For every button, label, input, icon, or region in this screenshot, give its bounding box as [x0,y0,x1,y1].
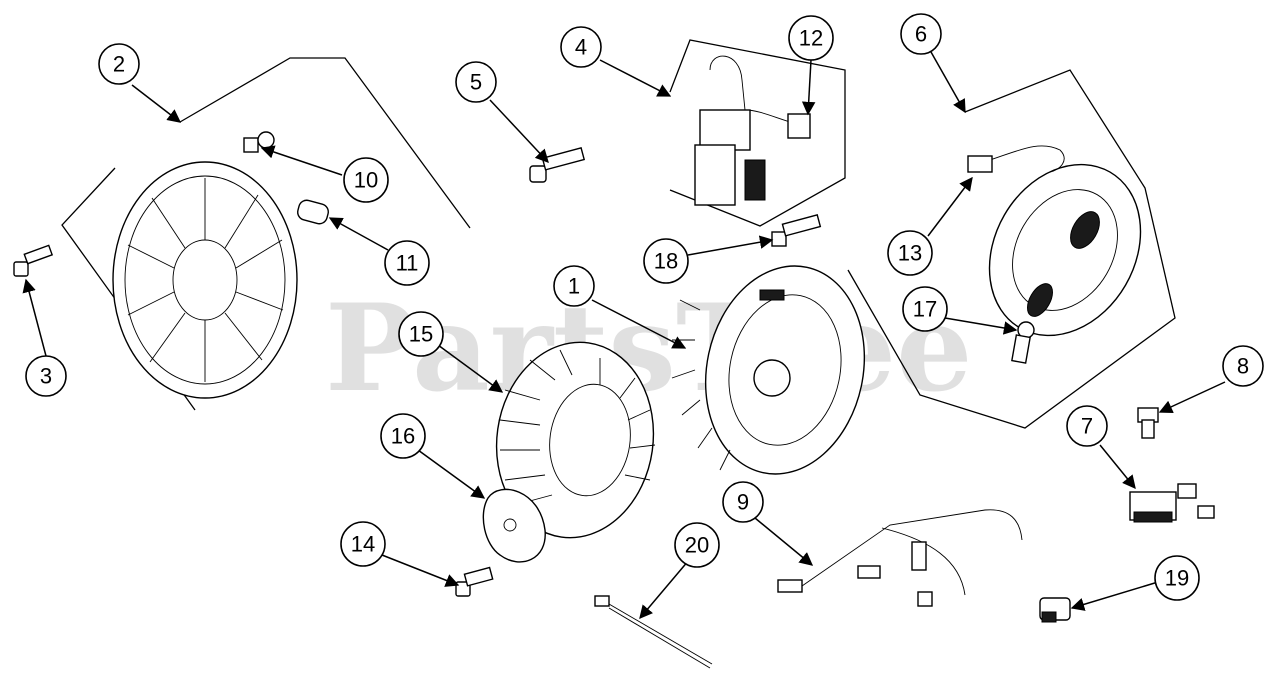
screw-10 [243,131,275,153]
leader-lines [22,51,1226,620]
callout-label: 13 [898,241,922,266]
callout-15[interactable]: 15 [398,311,444,357]
callout-label: 6 [915,22,927,47]
bolt-3 [13,244,54,277]
callout-label: 19 [1165,566,1189,591]
callout-label: 9 [737,490,749,515]
flywheel [671,265,866,475]
callout-label: 3 [40,364,52,389]
spacer-11 [297,199,329,225]
group-4-outline [669,39,846,227]
callout-6[interactable]: 6 [900,13,942,55]
bolt-14 [455,566,494,597]
callout-label: 11 [396,251,419,276]
callout-10[interactable]: 10 [343,157,389,203]
callout-label: 5 [470,70,482,95]
callout-label: 17 [913,297,937,322]
callout-5[interactable]: 5 [455,61,497,103]
callout-11[interactable]: 11 [384,240,430,286]
cable-tie [594,595,713,669]
fan-shroud [112,161,298,399]
screw-5 [529,146,586,183]
callout-3[interactable]: 3 [25,355,67,397]
callout-label: 20 [685,533,709,558]
callout-label: 8 [1237,354,1249,379]
callout-4[interactable]: 4 [560,26,602,68]
wire-harness [777,509,1023,607]
callout-label: 14 [351,532,375,557]
callout-13[interactable]: 13 [887,230,933,276]
callout-19[interactable]: 19 [1154,555,1200,601]
retainer-16 [482,488,546,563]
connector-19 [1039,597,1071,623]
stator [967,145,1142,337]
group-2-outline [179,57,471,229]
callout-label: 1 [568,274,580,299]
callout-20[interactable]: 20 [674,522,720,568]
callout-14[interactable]: 14 [340,521,386,567]
callout-2[interactable]: 2 [98,43,140,85]
callout-label: 12 [799,26,823,51]
callout-12[interactable]: 12 [788,15,834,61]
callout-label: 7 [1081,414,1093,439]
callout-label: 2 [113,52,125,77]
group-6-outline [847,69,1176,429]
callout-9[interactable]: 9 [722,481,764,523]
callout-8[interactable]: 8 [1222,345,1264,387]
callout-1[interactable]: 1 [553,265,595,307]
callout-label: 18 [654,249,678,274]
callout-label: 10 [354,168,378,193]
callout-label: 4 [575,35,587,60]
cooling-fan [495,341,656,539]
screw-18 [771,214,822,247]
ignition-coil [694,55,811,206]
callout-18[interactable]: 18 [643,238,689,284]
callout-7[interactable]: 7 [1066,405,1108,447]
screw-8 [1137,407,1159,439]
callout-label: 15 [409,322,433,347]
callout-17[interactable]: 17 [902,286,948,332]
callout-16[interactable]: 16 [380,413,426,459]
callout-label: 16 [391,424,415,449]
screw-17 [1011,321,1035,364]
switch-7 [1129,483,1215,523]
